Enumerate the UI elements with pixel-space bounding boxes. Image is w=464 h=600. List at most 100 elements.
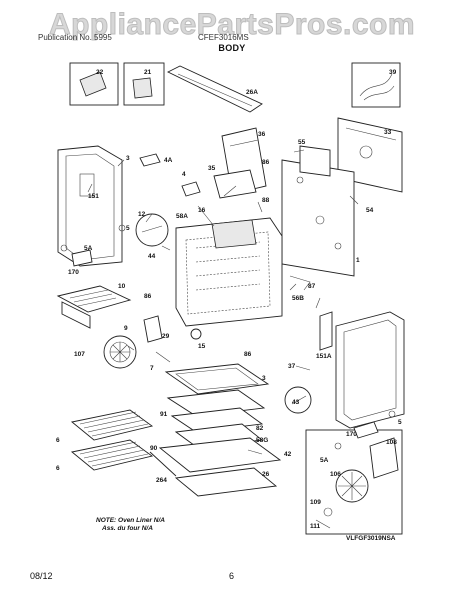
label-106: 106 (330, 471, 341, 478)
label-26a: 26A (246, 89, 258, 96)
part-170-right (353, 421, 379, 439)
part-7 (155, 351, 171, 363)
part-170-left (71, 249, 93, 267)
note-line-2: Ass. du four N/A (101, 525, 153, 532)
label-42: 42 (284, 451, 292, 458)
part-21-shape (132, 77, 153, 99)
label-43: 43 (292, 399, 300, 406)
diagram-code: VLFGF3019NSA (346, 535, 396, 542)
part-3-right-side-panel (335, 311, 405, 429)
label-58g: 58G (256, 437, 268, 444)
label-91: 91 (160, 411, 168, 418)
note-line-1: NOTE: Oven Liner N/A (96, 517, 165, 524)
part-108-fan-assembly-box (305, 429, 403, 535)
label-16: 16 (198, 207, 206, 214)
label-3-bottom: 3 (262, 375, 266, 382)
label-9: 9 (124, 325, 128, 332)
part-16-control-box (211, 219, 257, 249)
part-3-side-panel (57, 145, 123, 267)
part-151a-bracket (319, 311, 333, 351)
part-43-callout (284, 386, 312, 414)
label-86-mid: 86 (144, 293, 152, 300)
part-109 (323, 507, 333, 517)
part-22-shape (79, 71, 107, 97)
part-oven-bottom (164, 363, 270, 395)
label-26: 26 (262, 471, 270, 478)
footer-date: 08/12 (30, 571, 53, 581)
part-107-fan (103, 335, 137, 369)
label-82: 82 (256, 425, 264, 432)
part-5a-left (60, 244, 68, 252)
label-58a: 58A (176, 213, 188, 220)
label-44: 44 (148, 253, 156, 260)
part-42-bottom-frame (158, 437, 282, 473)
part-29 (143, 315, 163, 343)
label-90: 90 (150, 445, 158, 452)
label-86-low: 86 (244, 351, 252, 358)
label-5-right: 5 (398, 419, 402, 426)
part-10-broiler-pan (56, 285, 132, 313)
label-4: 4 (182, 171, 186, 178)
label-7: 7 (150, 365, 154, 372)
label-55: 55 (298, 139, 306, 146)
part-35-vent (213, 169, 257, 199)
label-21: 21 (144, 69, 152, 76)
label-108: 108 (386, 439, 397, 446)
part-5-left (118, 224, 126, 232)
label-5-left: 5 (126, 225, 130, 232)
part-6-oven-rack-lower (70, 439, 154, 471)
part-1-rear-frame (281, 159, 355, 277)
part-22-box (69, 62, 119, 106)
label-3-left: 3 (126, 155, 130, 162)
model-number: CFEF3016MS (198, 33, 249, 42)
part-21-box (123, 62, 165, 106)
label-35: 35 (208, 165, 216, 172)
part-6-oven-rack-upper (70, 409, 154, 441)
part-15 (190, 328, 202, 340)
label-151a: 151A (316, 353, 332, 360)
part-4a-bracket (139, 153, 161, 167)
part-12-callout (135, 213, 169, 247)
label-170-right: 170 (346, 431, 357, 438)
label-170-left: 170 (68, 269, 79, 276)
label-86-top: 86 (262, 159, 270, 166)
oven-cavity (175, 217, 283, 327)
label-4a: 4A (164, 157, 173, 164)
watermark-logo: AppliancePartsPros.com (48, 8, 416, 42)
label-151: 151 (88, 193, 99, 200)
label-56b: 56B (292, 295, 304, 302)
footer-page-number: 6 (229, 571, 235, 581)
label-1: 1 (356, 257, 360, 264)
part-26a-bracket (166, 65, 263, 113)
part-106-fan-blade (335, 469, 369, 503)
part-39-box (351, 62, 401, 108)
part-264-rod (149, 451, 177, 477)
label-109: 109 (310, 499, 321, 506)
label-12: 12 (138, 211, 146, 218)
label-88: 88 (262, 197, 270, 204)
label-15: 15 (198, 343, 206, 350)
label-39: 39 (389, 69, 397, 76)
part-5-right (388, 410, 396, 418)
label-87: 87 (308, 283, 316, 290)
part-55 (299, 145, 331, 177)
label-33: 33 (384, 129, 392, 136)
label-5a-right: 5A (320, 457, 329, 464)
label-22: 22 (96, 69, 104, 76)
label-111: 111 (310, 523, 321, 530)
part-111 (315, 519, 331, 529)
publication-number: Publication No. 5995 (38, 33, 112, 42)
label-6-lower: 6 (56, 465, 60, 472)
part-5a-right (334, 442, 342, 450)
label-29: 29 (162, 333, 170, 340)
label-37: 37 (288, 363, 296, 370)
label-264: 264 (156, 477, 167, 484)
label-36: 36 (258, 131, 266, 138)
label-107: 107 (74, 351, 85, 358)
label-5a-left: 5A (84, 245, 93, 252)
part-108-motor (369, 437, 399, 479)
label-10: 10 (118, 283, 126, 290)
label-6-upper: 6 (56, 437, 60, 444)
